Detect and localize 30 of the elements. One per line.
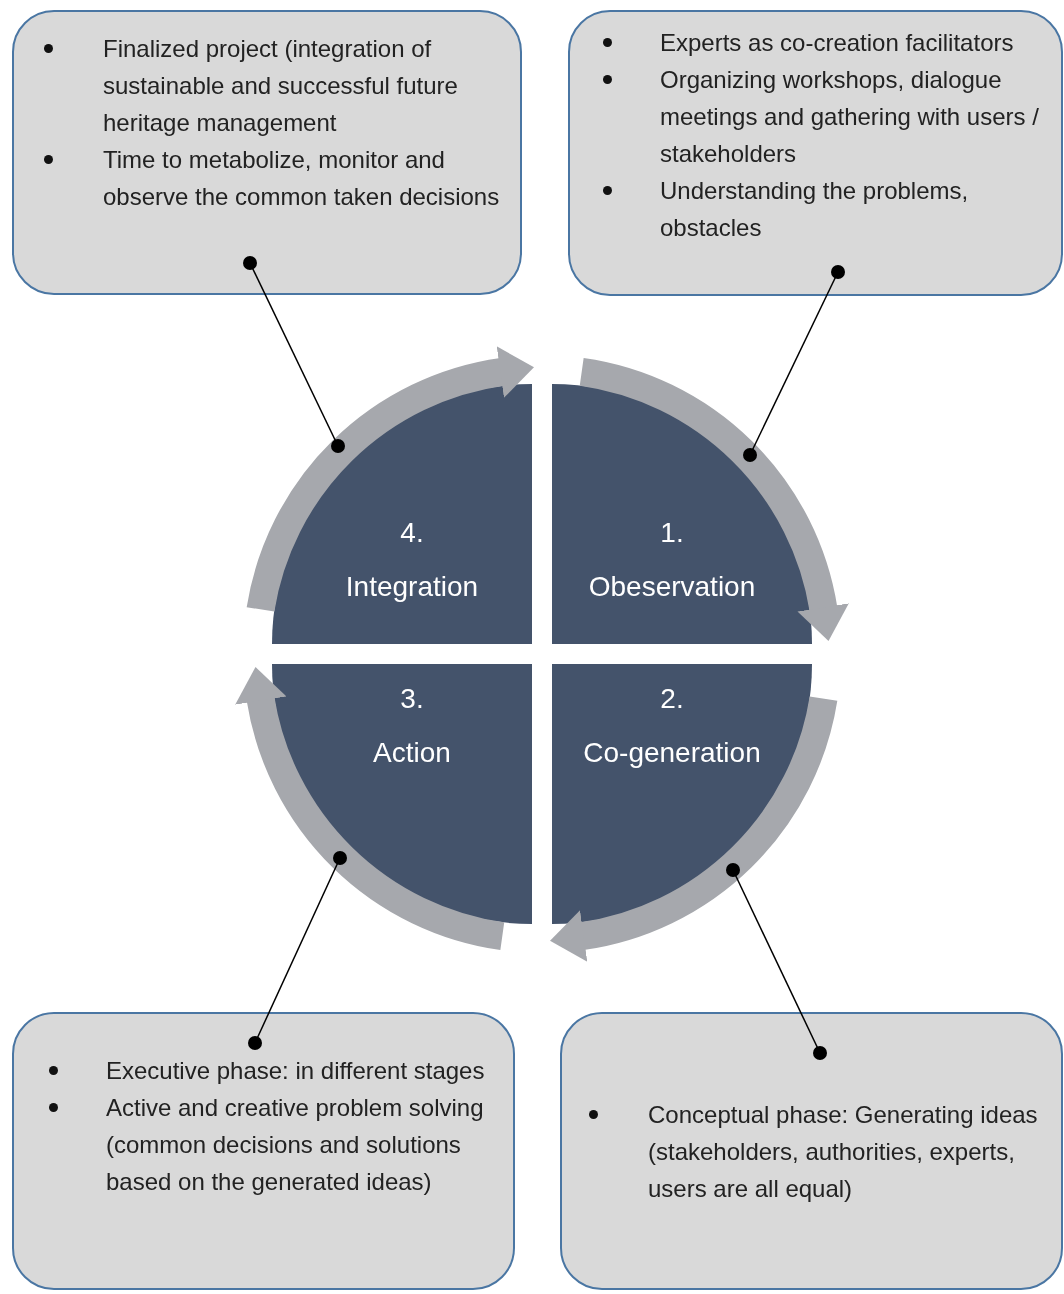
phase-number: 3. <box>400 682 424 716</box>
leader-line <box>726 863 827 1060</box>
bullet-text: Time to metabolize, monitor and observe the common taken decisions <box>103 145 501 212</box>
leader-line <box>243 256 345 453</box>
phase-label: Integration <box>345 570 479 604</box>
phase-label: Obeservation <box>588 570 756 604</box>
quadrant-segment <box>272 664 532 924</box>
text-card <box>560 1012 1063 1290</box>
leader-line <box>743 265 845 462</box>
text-card <box>568 10 1063 296</box>
quadrant-segment <box>272 384 532 644</box>
bullet-text: Experts as co-creation facilitators <box>660 28 1015 58</box>
bullet-text: Understanding the problems, obstacles <box>660 176 970 243</box>
phase-number: 4. <box>400 516 424 550</box>
bullet-text: Conceptual phase: Generating ideas (stakeholders, authorities, experts, users are all equal) <box>648 1099 1039 1204</box>
quadrant-segment <box>552 384 812 644</box>
bullet-text: Executive phase: in different stages <box>106 1056 486 1086</box>
phase-number: 2. <box>660 682 684 716</box>
phase-label: Co-generation <box>583 736 761 770</box>
cycle-arrow <box>550 695 838 962</box>
bullet-text: Organizing workshops, dialogue meetings and gathering with users / stakeholders <box>660 65 1040 169</box>
phase-number: 1. <box>660 516 684 550</box>
bullet-text: Active and creative problem solving (common decisions and solutions based on the generated ideas) <box>106 1093 485 1197</box>
bullet-text: Finalized project (integration of sustainable and successful future heritage management <box>103 34 459 138</box>
leader-line <box>248 851 347 1050</box>
phase-label: Action <box>373 736 451 770</box>
text-card <box>12 1012 515 1290</box>
cycle-arrow <box>246 346 534 613</box>
text-card <box>12 10 522 295</box>
quadrant-segment <box>552 664 812 924</box>
